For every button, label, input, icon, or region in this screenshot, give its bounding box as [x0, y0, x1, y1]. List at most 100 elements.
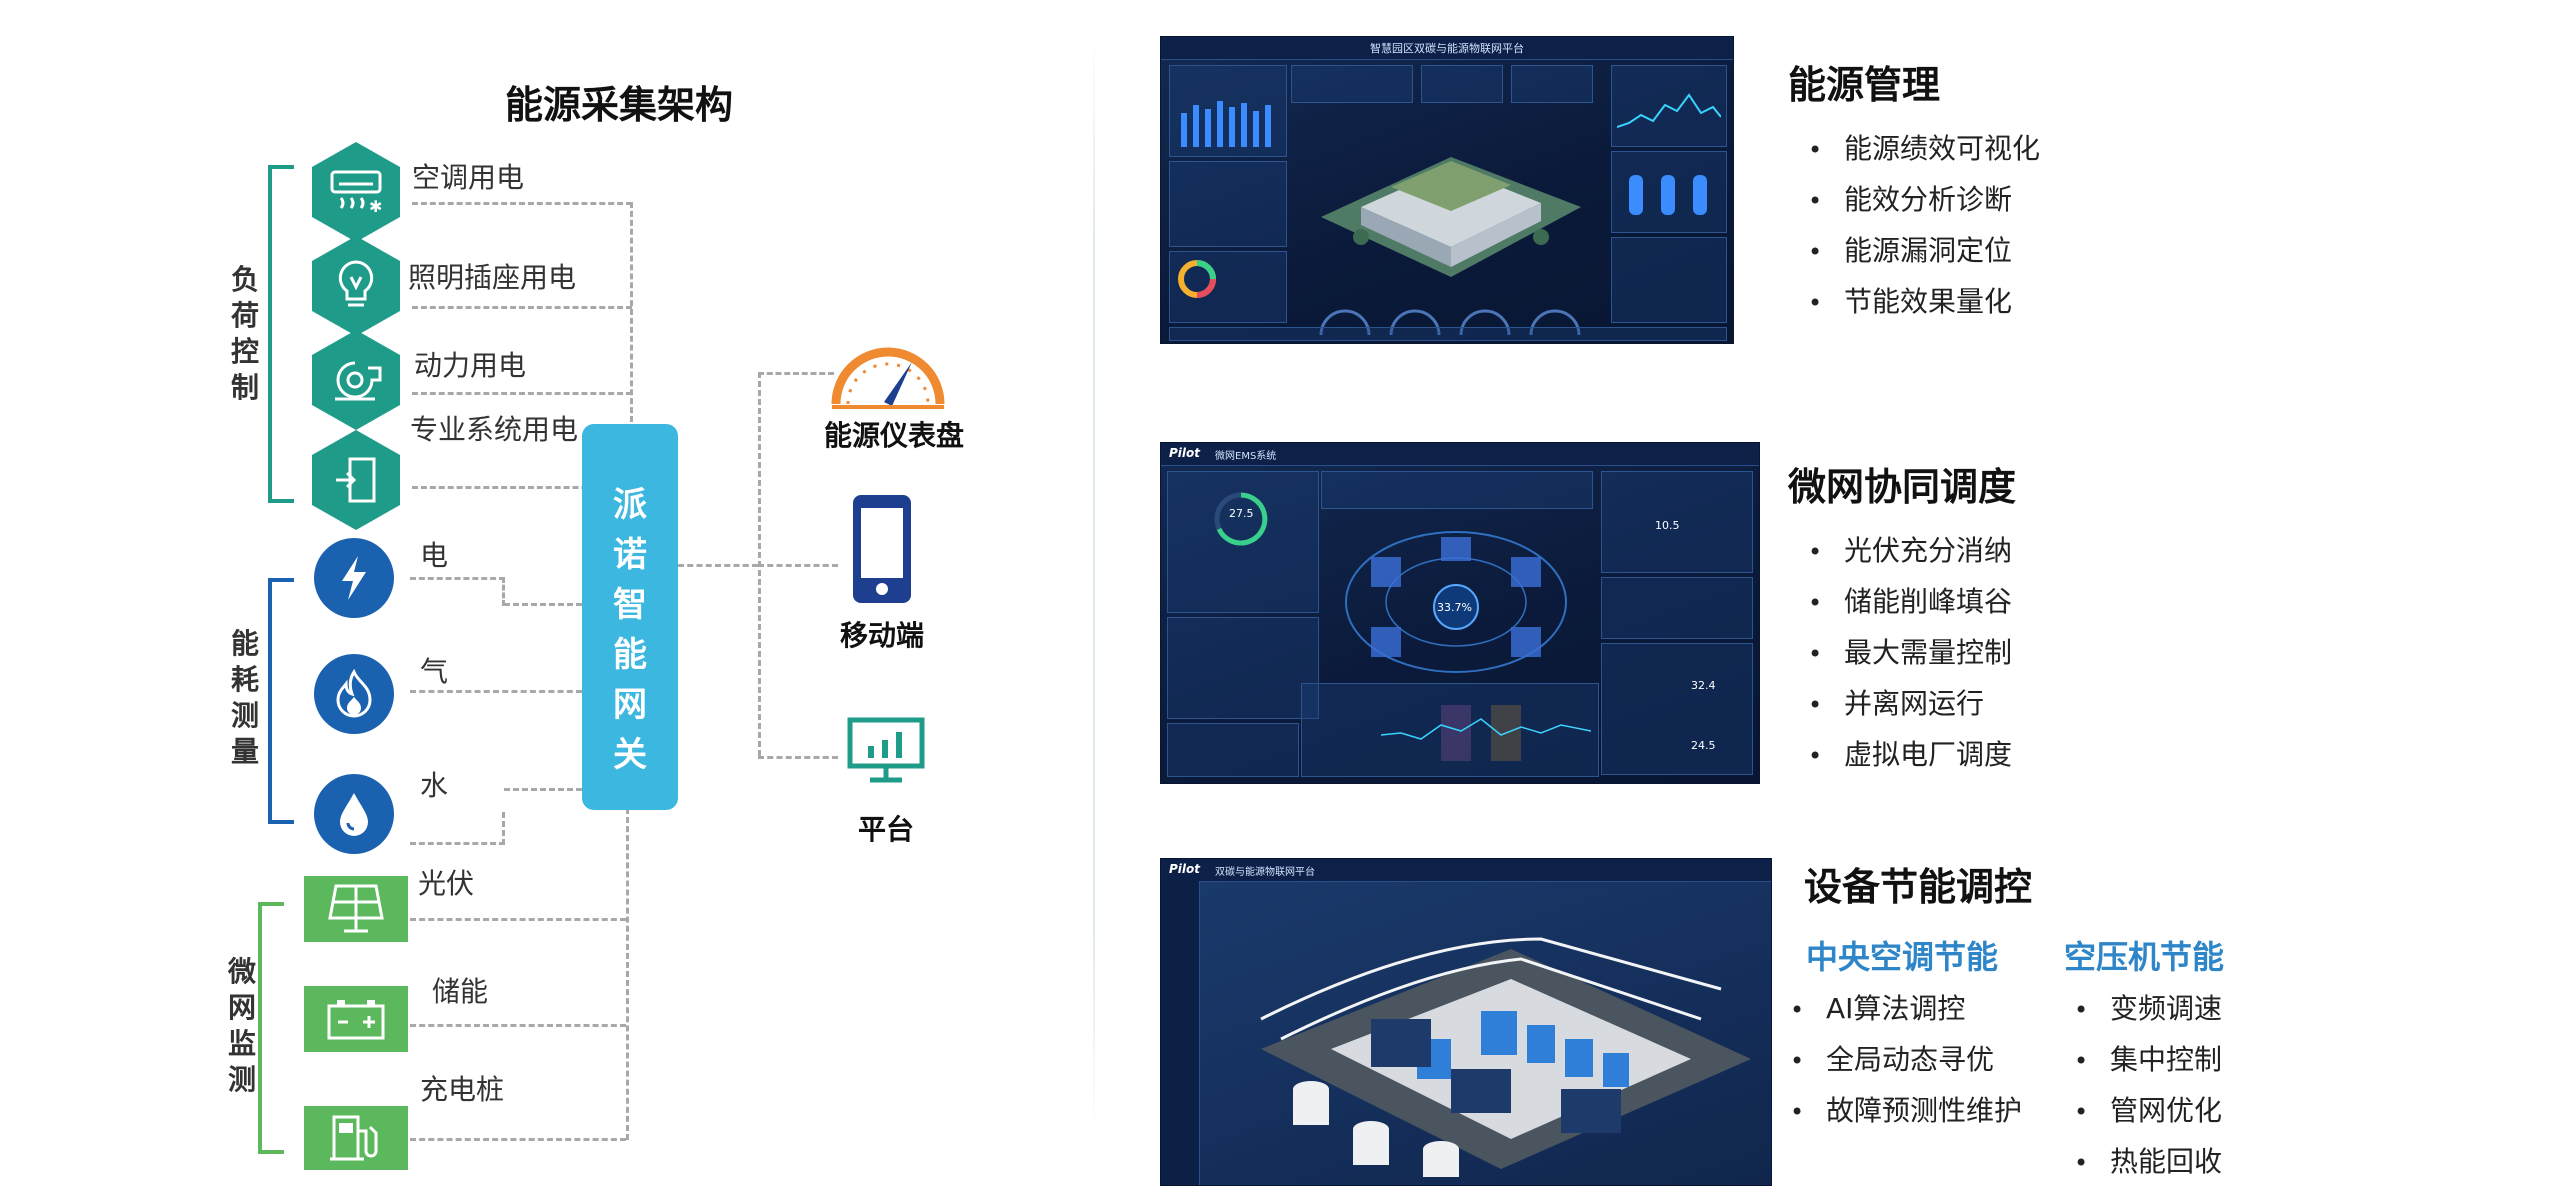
item-label-power: 动力用电 — [414, 349, 527, 382]
lightning-icon — [314, 538, 394, 618]
flow-diagram — [1331, 517, 1581, 691]
item-label-charger: 充电桩 — [420, 1073, 505, 1106]
item-label-solar: 光伏 — [418, 867, 475, 900]
mobile-phone-icon — [850, 492, 914, 610]
svg-text:✱: ✱ — [369, 197, 382, 216]
bullet: 变频调速 — [2074, 984, 2222, 1035]
bullet: AI算法调控 — [1790, 984, 2022, 1035]
gauge-row — [1311, 291, 1611, 343]
connector-electric-2 — [504, 603, 582, 606]
connector-to-mobile — [758, 564, 838, 567]
microgrid-ems-screenshot: Pilot 微网EMS系统 27.5 33.7% 10.5 32.4 24.5 — [1160, 442, 1760, 784]
item-label-aircon: 空调用电 — [412, 161, 525, 194]
bullet: 管网优化 — [2074, 1086, 2222, 1137]
timeline-mini-chart — [1380, 705, 1592, 769]
air-conditioner-icon: ✱ — [312, 142, 400, 242]
battery-icon — [304, 986, 408, 1052]
ring-mini-chart — [1211, 489, 1271, 553]
connector-load-trunk — [630, 202, 633, 422]
connector-water-2 — [504, 788, 582, 815]
section-title-microgrid: 微网协同调度 — [1788, 465, 2017, 509]
central-ac-bullets: AI算法调控 全局动态寻优 故障预测性维护 — [1790, 984, 2022, 1137]
output-label-dashboard: 能源仪表盘 — [824, 419, 965, 452]
bullet: 光伏充分消纳 — [1808, 526, 2012, 577]
connector-power — [412, 392, 632, 395]
line-mini-chart — [1616, 87, 1722, 141]
bullet: 并离网运行 — [1808, 679, 2012, 730]
energy-management-screenshot: 智慧园区双碳与能源物联网平台 — [1160, 36, 1734, 344]
item-label-water: 水 — [420, 769, 449, 802]
connector-electric — [410, 577, 505, 606]
connector-microgrid-trunk — [626, 808, 629, 1140]
divider — [1093, 30, 1095, 1140]
item-label-electric: 电 — [420, 539, 449, 572]
connector-solar — [410, 918, 626, 921]
center-value: 33.7% — [1437, 601, 1472, 614]
flame-icon — [314, 654, 394, 734]
smart-gateway-box: 派诺智能网关 — [582, 424, 678, 810]
bullet: 虚拟电厂调度 — [1808, 730, 2012, 781]
ring-value: 27.5 — [1229, 507, 1254, 520]
gauge-icon — [826, 328, 950, 416]
connector-to-platform — [758, 756, 838, 759]
item-label-storage: 储能 — [432, 975, 489, 1008]
bullet: 储能削峰填谷 — [1808, 577, 2012, 628]
energy-management-bullets: 能源绩效可视化 能效分析诊断 能源漏洞定位 节能效果量化 — [1808, 124, 2040, 328]
bullet: 能效分析诊断 — [1808, 175, 2040, 226]
microgrid-bracket — [258, 902, 284, 1154]
light-bulb-icon — [312, 236, 400, 336]
connector-storage — [410, 1024, 626, 1027]
donut-mini-chart — [1175, 257, 1219, 305]
load-control-bracket — [268, 165, 294, 503]
output-label-platform: 平台 — [857, 813, 914, 846]
connector-gas — [410, 690, 582, 693]
subsection-title-central-ac: 中央空调节能 — [1806, 938, 1999, 976]
group-label-load-control: 负荷控制 — [230, 263, 259, 404]
connector-lighting — [412, 306, 632, 309]
connector-aircon — [412, 202, 632, 205]
water-drop-icon — [314, 774, 394, 854]
section-title-energy-management: 能源管理 — [1788, 63, 1941, 107]
tank-mini-chart — [1621, 161, 1717, 225]
equipment-control-screenshot: Pilot 双碳与能源物联网平台 — [1160, 858, 1772, 1186]
connector-special — [412, 486, 632, 489]
group-label-consumption: 能耗测量 — [230, 627, 259, 768]
air-compressor-bullets: 变频调速 集中控制 管网优化 热能回收 — [2074, 984, 2222, 1188]
item-label-gas: 气 — [420, 655, 449, 688]
screenshot-title: 智慧园区双碳与能源物联网平台 — [1370, 42, 1524, 55]
bullet: 能源绩效可视化 — [1808, 124, 2040, 175]
bullet: 节能效果量化 — [1808, 277, 2040, 328]
right-value-1: 10.5 — [1655, 519, 1680, 532]
right-value-3: 24.5 — [1691, 739, 1716, 752]
bullet: 最大需量控制 — [1808, 628, 2012, 679]
group-label-microgrid: 微网监测 — [227, 955, 256, 1096]
consumption-bracket — [268, 578, 294, 824]
screenshot-brand: Pilot — [1169, 862, 1201, 876]
bullet: 故障预测性维护 — [1790, 1086, 2022, 1137]
bullet: 热能回收 — [2074, 1137, 2222, 1188]
screenshot-sidebar — [1161, 881, 1200, 1185]
architecture-title: 能源采集架构 — [505, 83, 734, 127]
subsection-title-air-compressor: 空压机节能 — [2064, 938, 2225, 976]
screenshot-brand: Pilot — [1169, 446, 1201, 460]
output-label-mobile: 移动端 — [839, 619, 924, 652]
monitor-chart-icon — [846, 716, 926, 790]
bullet: 全局动态寻优 — [1790, 1035, 2022, 1086]
bar-mini-chart — [1177, 93, 1277, 153]
connector-to-dashboard — [758, 372, 834, 375]
door-exit-icon — [312, 430, 400, 530]
screenshot-title: 双碳与能源物联网平台 — [1215, 867, 1315, 878]
connector-water — [410, 812, 505, 845]
right-value-2: 32.4 — [1691, 679, 1716, 692]
solar-panel-icon — [304, 876, 408, 942]
item-label-special: 专业系统用电 — [410, 413, 579, 446]
microgrid-bullets: 光伏充分消纳 储能削峰填谷 最大需量控制 并离网运行 虚拟电厂调度 — [1808, 526, 2012, 781]
connector-charger — [410, 1138, 626, 1141]
building-3d-render — [1301, 107, 1601, 291]
connector-gateway-out — [678, 564, 758, 567]
bullet: 集中控制 — [2074, 1035, 2222, 1086]
bullet: 能源漏洞定位 — [1808, 226, 2040, 277]
item-label-lighting: 照明插座用电 — [408, 261, 577, 294]
section-title-equipment: 设备节能调控 — [1804, 865, 2033, 909]
gateway-label: 派诺智能网关 — [613, 485, 647, 775]
